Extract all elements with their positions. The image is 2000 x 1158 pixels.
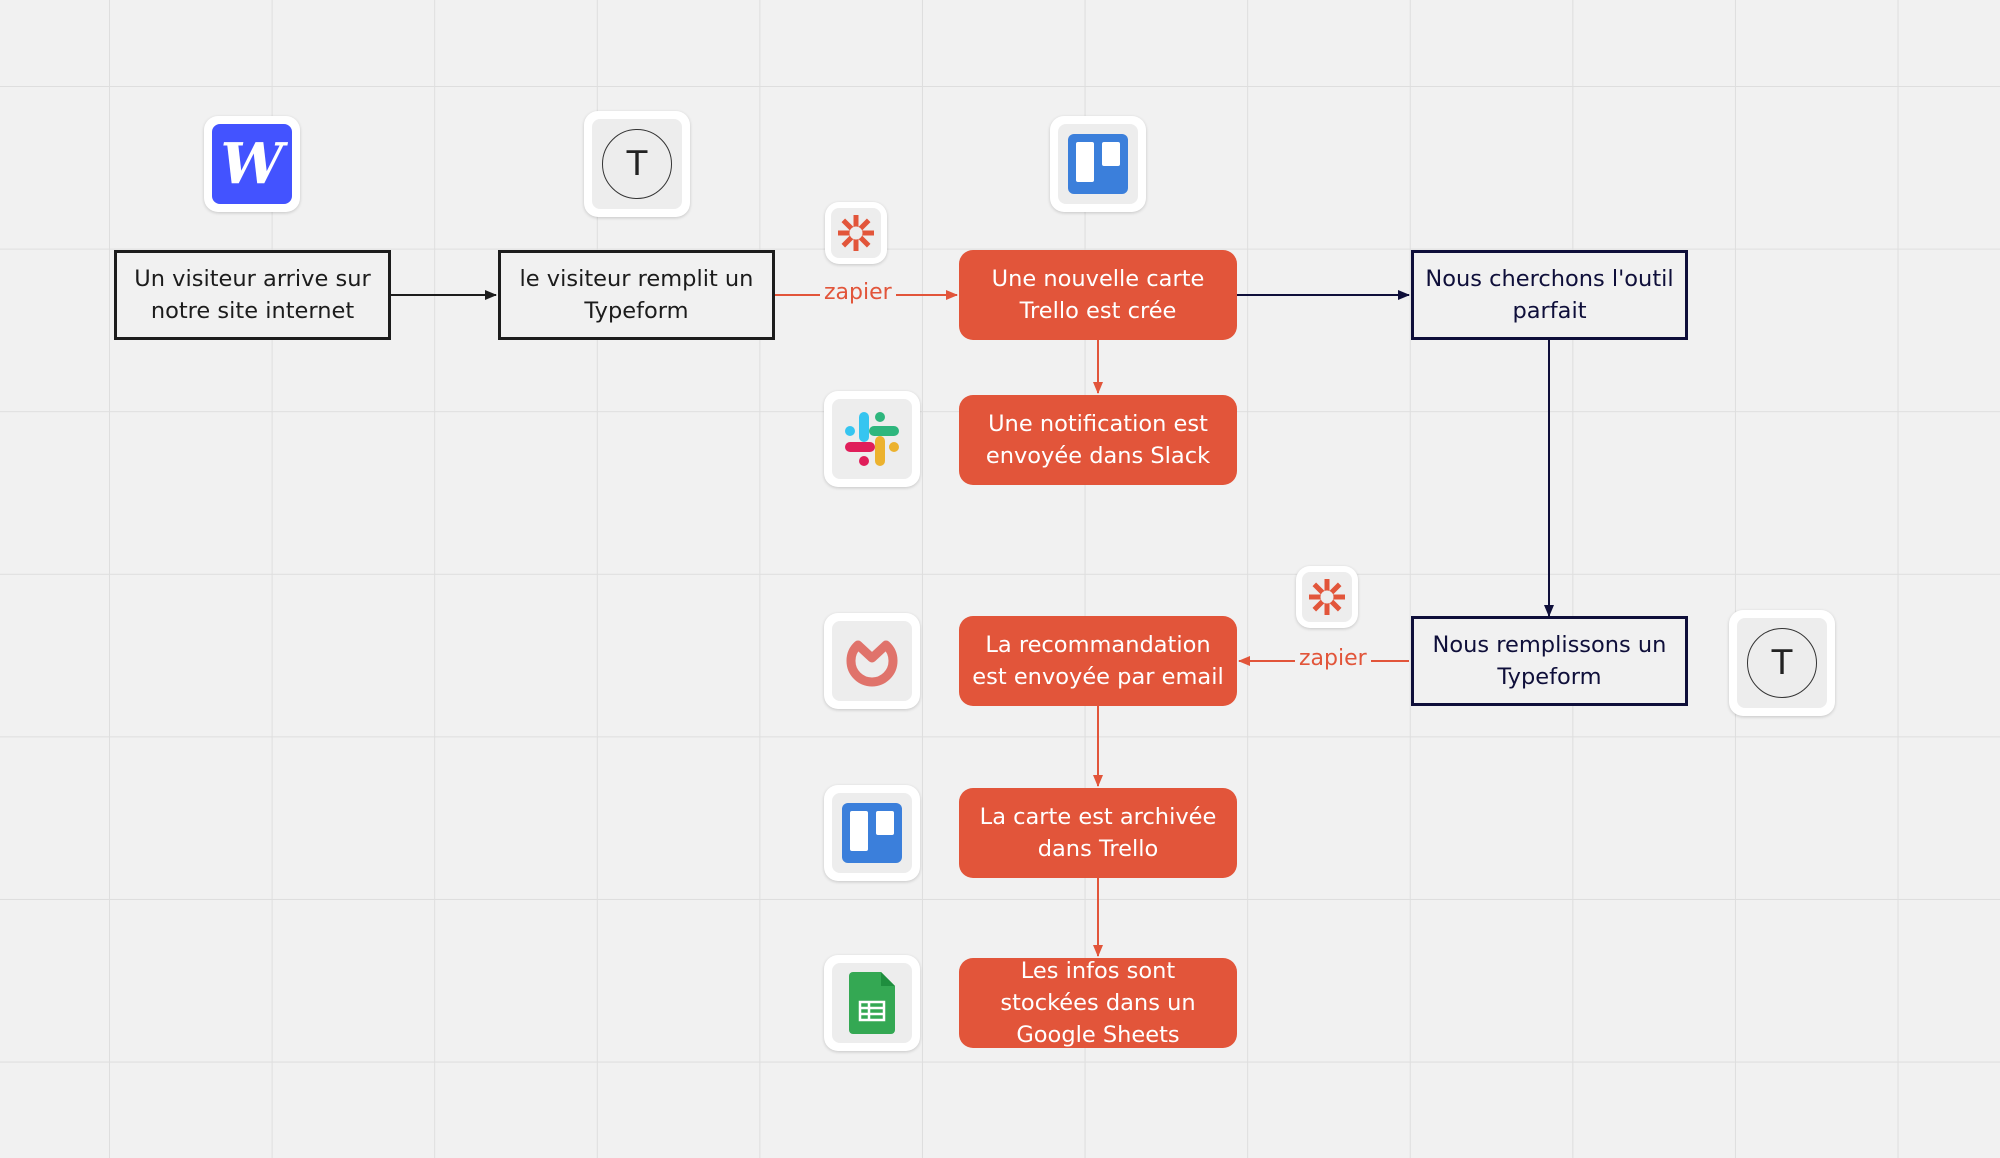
zapier-icon-tile-bottom[interactable] (1296, 566, 1358, 628)
node-we-fill-typeform[interactable]: Nous remplissons un Typeform (1411, 616, 1688, 706)
node-find-tool[interactable]: Nous cherchons l'outil parfait (1411, 250, 1688, 340)
node-trello-card-created[interactable]: Une nouvelle carte Trello est crée (959, 250, 1237, 340)
trello-icon (1068, 134, 1128, 194)
trello-icon-tile-top[interactable] (1050, 116, 1146, 212)
reply-icon-tile[interactable] (824, 613, 920, 709)
google-sheets-icon (849, 972, 895, 1034)
zapier-icon (838, 215, 874, 251)
reply-icon (846, 640, 898, 687)
node-info-stored[interactable]: Les infos sont stockées dans un Google S… (959, 958, 1237, 1048)
typeform-icon-tile-right[interactable]: T (1729, 610, 1835, 716)
zapier-icon-tile-top[interactable] (825, 202, 887, 264)
google-sheets-icon-tile[interactable] (824, 955, 920, 1051)
node-visitor-arrives[interactable]: Un visiteur arrive sur notre site intern… (114, 250, 391, 340)
typeform-icon: T (602, 129, 672, 199)
typeform-icon-tile-top[interactable]: T (584, 111, 690, 217)
node-recommendation-email[interactable]: La recommandation est envoyée par email (959, 616, 1237, 706)
typeform-icon: T (1747, 628, 1817, 698)
node-slack-notification[interactable]: Une notification est envoyée dans Slack (959, 395, 1237, 485)
slack-icon (845, 412, 899, 466)
node-visitor-fills-typeform[interactable]: le visiteur remplit un Typeform (498, 250, 775, 340)
webflow-icon-tile[interactable]: W (204, 116, 300, 212)
edge-label-zapier-bottom: zapier (1295, 645, 1371, 673)
trello-icon (842, 803, 902, 863)
edge-label-zapier-top: zapier (820, 279, 896, 307)
trello-icon-tile-bottom[interactable] (824, 785, 920, 881)
slack-icon-tile[interactable] (824, 391, 920, 487)
zapier-icon (1309, 579, 1345, 615)
node-card-archived[interactable]: La carte est archivée dans Trello (959, 788, 1237, 878)
webflow-icon: W (220, 131, 284, 197)
